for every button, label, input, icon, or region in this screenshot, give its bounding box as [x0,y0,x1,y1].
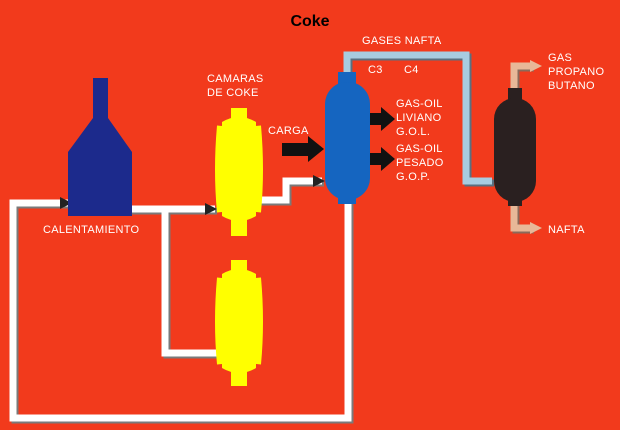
camaras-label: CAMARAS [207,73,264,85]
gas-label-line3: BUTANO [548,80,595,92]
gas-label-line2: PROPANO [548,66,604,78]
fractionator-column [325,72,370,204]
furnace-inlet-arrow [60,197,72,209]
gas-line [343,51,494,187]
carga-label: CARGA [268,125,309,137]
diagram-title: Coke [290,13,329,30]
gas-outlet-arrow [530,60,542,72]
coke-chamber-bottom [215,260,263,386]
gop-label-line3: G.O.P. [396,171,430,183]
separator-vessel [494,88,536,206]
nafta-outlet-arrow [530,222,542,234]
coke-chamber-top [215,108,263,236]
carga-arrow [282,136,324,162]
nafta-label: NAFTA [548,224,585,236]
main-pipe-loop [9,177,354,424]
gas-label-line1: GAS [548,52,572,64]
gol-label-line1: GAS-OIL [396,98,443,110]
gol-label-line3: G.O.L. [396,126,430,138]
c3-label: C3 [368,64,383,76]
fractionator-inlet-arrow [313,175,325,187]
gop-label-line1: GAS-OIL [396,143,443,155]
gol-arrow [370,107,395,131]
chamber-inlet-arrow [205,203,217,215]
gop-label-line2: PESADO [396,157,444,169]
gol-label-line2: LIVIANO [396,112,442,124]
gases-nafta-label: GASES NAFTA [362,35,442,47]
de-coke-label: DE COKE [207,87,259,99]
gop-arrow [370,147,395,171]
c4-label: C4 [404,64,419,76]
calentamiento-label: CALENTAMIENTO [43,224,140,236]
furnace [68,78,132,216]
